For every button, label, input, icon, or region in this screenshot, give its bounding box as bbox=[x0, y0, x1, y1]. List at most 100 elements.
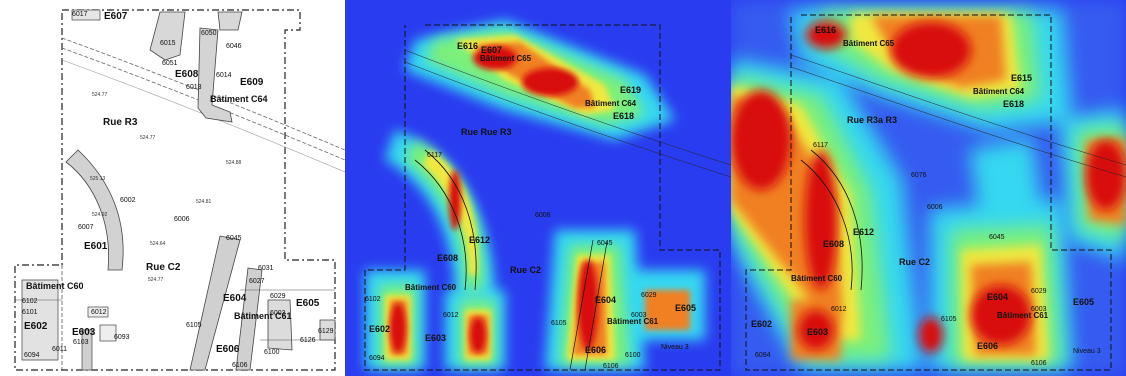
plan-parcel-6002: 6002 bbox=[120, 197, 136, 204]
heat2-parcel-6003: 6003 bbox=[1031, 306, 1047, 313]
heat2-label-e604: E604 bbox=[987, 292, 1009, 302]
heat2-label-e615: E615 bbox=[1011, 73, 1033, 83]
heat1-label-bat-c65: Bâtiment C65 bbox=[480, 54, 532, 63]
plan-parcel-6105: 6105 bbox=[186, 322, 202, 329]
heat1-label-e603: E603 bbox=[425, 333, 447, 343]
plan-parcel-6126: 6126 bbox=[300, 337, 316, 344]
heat1-niveau: Niveau 3 bbox=[661, 344, 689, 351]
heat2-parcel-6012: 6012 bbox=[831, 306, 847, 313]
plan-label-e607: E607 bbox=[104, 11, 128, 22]
heat2-niveau: Niveau 3 bbox=[1073, 348, 1101, 355]
heat1-label-e616: E616 bbox=[457, 41, 479, 51]
plan-parcel-6050: 6050 bbox=[201, 30, 217, 37]
plan-label-bat-c64: Bâtiment C64 bbox=[210, 94, 268, 104]
heat1-label-e608: E608 bbox=[437, 253, 459, 263]
heat1-label-bat-c64: Bâtiment C64 bbox=[585, 99, 637, 108]
plan-label-e609: E609 bbox=[240, 77, 264, 88]
heat1-parcel-6094: 6094 bbox=[369, 355, 385, 362]
heatmap-1-drawing bbox=[345, 0, 731, 376]
heat2-label-e603: E603 bbox=[807, 327, 829, 337]
heat1-parcel-6012: 6012 bbox=[443, 312, 459, 319]
plan-parcel-6101: 6101 bbox=[22, 309, 38, 316]
heat1-parcel-6102: 6102 bbox=[365, 296, 381, 303]
heat2-parcel-6094: 6094 bbox=[755, 352, 771, 359]
heat2-label-bat-c64: Bâtiment C64 bbox=[973, 87, 1025, 96]
heat2-label-rue-r3: Rue R3a R3 bbox=[847, 115, 898, 125]
heat1-label-e607: E607 bbox=[481, 45, 503, 55]
heat2-label-bat-c60: Bâtiment C60 bbox=[791, 274, 843, 283]
plan-height-3: 524.88 bbox=[226, 160, 242, 166]
plan-height-6: 524.92 bbox=[92, 212, 108, 218]
plan-drawing bbox=[14, 9, 345, 371]
plan-label-e606: E606 bbox=[216, 344, 240, 355]
heat1-label-bat-c60: Bâtiment C60 bbox=[405, 283, 457, 292]
heat1-parcel-6006: 6006 bbox=[535, 212, 551, 219]
plan-parcel-6003: 6003 bbox=[270, 310, 286, 317]
plan-label-bat-c61: Bâtiment C61 bbox=[234, 311, 292, 321]
plan-parcel-6051: 6051 bbox=[162, 60, 178, 67]
plan-parcel-6093: 6093 bbox=[114, 334, 130, 341]
heat1-label-e619: E619 bbox=[620, 85, 642, 95]
plan-parcel-6011: 6011 bbox=[52, 346, 68, 353]
plan-parcel-6014: 6014 bbox=[216, 72, 232, 79]
plan-parcel-6027: 6027 bbox=[249, 278, 265, 285]
plan-parcel-6031: 6031 bbox=[258, 265, 274, 272]
heat2-parcel-6105: 6105 bbox=[941, 316, 957, 323]
plan-parcel-6045: 6045 bbox=[226, 235, 242, 242]
heatmap-panel-1: E616 E607 Bâtiment C65 E619 Bâtiment C64… bbox=[345, 0, 731, 376]
heatmap-2-drawing bbox=[731, 0, 1126, 376]
plan-parcel-6103: 6103 bbox=[73, 339, 89, 346]
plan-parcel-6094: 6094 bbox=[24, 352, 40, 359]
heat2-label-e602: E602 bbox=[751, 319, 773, 329]
heat1-label-e602: E602 bbox=[369, 324, 391, 334]
plan-label-e608: E608 bbox=[175, 69, 199, 80]
heat1-parcel-6117: 6117 bbox=[427, 152, 443, 159]
heat1-label-e618: E618 bbox=[613, 111, 635, 121]
heat1-parcel-6100: 6100 bbox=[625, 352, 641, 359]
plan-height-1: 524.77 bbox=[92, 92, 108, 98]
plan-height-7: 524.64 bbox=[150, 241, 166, 247]
heat2-parcel-6045: 6045 bbox=[989, 234, 1005, 241]
plan-label-rue-c2: Rue C2 bbox=[146, 262, 181, 273]
plan-label-bat-c60: Bâtiment C60 bbox=[26, 281, 84, 291]
plan-parcel-6029: 6029 bbox=[270, 293, 286, 300]
plan-panel: E607 E608 E609 Bâtiment C64 Rue R3 E601 … bbox=[0, 0, 345, 376]
plan-parcel-6012: 6012 bbox=[91, 309, 107, 316]
plan-label-e603: E603 bbox=[72, 327, 96, 338]
heat2-parcel-6106: 6106 bbox=[1031, 360, 1047, 367]
plan-height-5: 524.81 bbox=[196, 199, 212, 205]
heat1-parcel-6106: 6106 bbox=[603, 363, 619, 370]
plan-parcel-6017: 6017 bbox=[72, 11, 88, 18]
plan-parcel-6013: 6013 bbox=[186, 84, 202, 91]
heat1-parcel-6105: 6105 bbox=[551, 320, 567, 327]
plan-label-e601: E601 bbox=[84, 241, 108, 252]
heat2-label-e608: E608 bbox=[823, 239, 845, 249]
plan-label-rue-r3: Rue R3 bbox=[103, 117, 138, 128]
heat1-label-rue-r3: Rue Rue R3 bbox=[461, 127, 512, 137]
heat2-parcel-6117: 6117 bbox=[813, 142, 829, 149]
heat2-label-bat-c61: Bâtiment C61 bbox=[997, 311, 1049, 320]
heat1-label-e605: E605 bbox=[675, 303, 697, 313]
plan-height-2: 524.77 bbox=[140, 135, 156, 141]
heat1-parcel-6003: 6003 bbox=[631, 312, 647, 319]
plan-parcel-6129: 6129 bbox=[318, 328, 334, 335]
plan-label-e602: E602 bbox=[24, 321, 48, 332]
heat2-label-bat-c65: Bâtiment C65 bbox=[843, 39, 895, 48]
heat1-label-e612: E612 bbox=[469, 235, 491, 245]
heat2-label-e605: E605 bbox=[1073, 297, 1095, 307]
plan-parcel-6015: 6015 bbox=[160, 40, 176, 47]
heat2-parcel-6006: 6006 bbox=[927, 204, 943, 211]
plan-parcel-6106: 6106 bbox=[232, 362, 248, 369]
heat2-parcel-6076: 6076 bbox=[911, 172, 927, 179]
plan-parcel-6046: 6046 bbox=[226, 43, 242, 50]
plan-parcel-6006: 6006 bbox=[174, 216, 190, 223]
plan-parcel-6100: 6100 bbox=[264, 349, 280, 356]
heat2-label-rue-c2: Rue C2 bbox=[899, 257, 931, 267]
heatmap-panel-2: E616 Bâtiment C65 E615 Bâtiment C64 E618… bbox=[731, 0, 1126, 376]
heat1-parcel-6029: 6029 bbox=[641, 292, 657, 299]
plan-height-8: 524.77 bbox=[148, 277, 164, 283]
heat2-label-e606: E606 bbox=[977, 341, 999, 351]
plan-parcel-6102: 6102 bbox=[22, 298, 38, 305]
plan-height-4: 525.13 bbox=[90, 176, 106, 182]
heat1-label-rue-c2: Rue C2 bbox=[510, 265, 542, 275]
